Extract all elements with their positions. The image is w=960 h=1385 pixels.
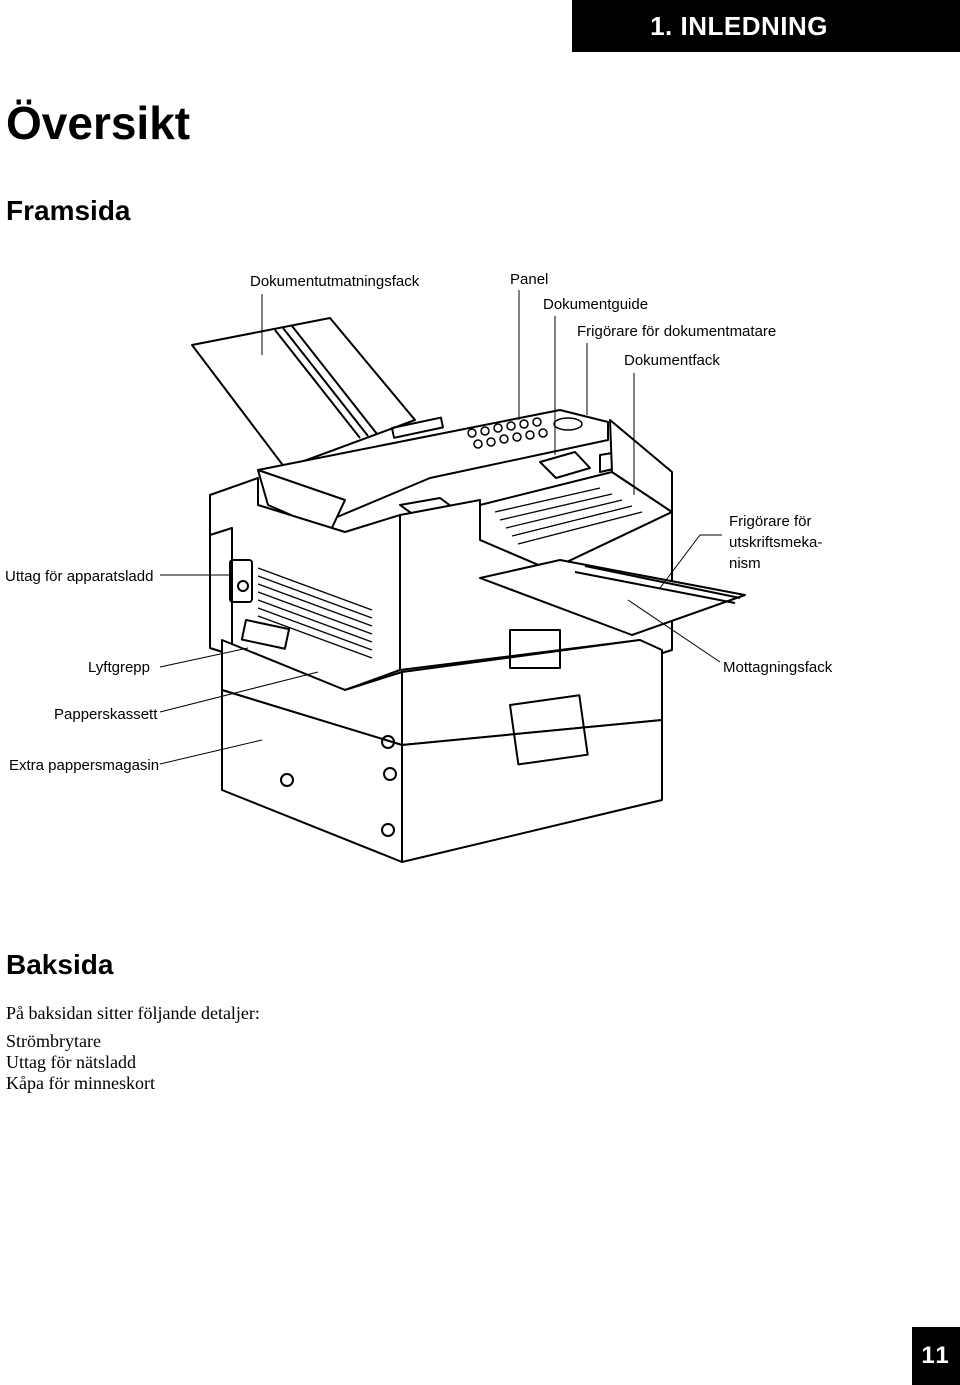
back-side-description: På baksidan sitter följande detaljer: St… bbox=[6, 1003, 260, 1094]
label-lift-handle: Lyftgrepp bbox=[88, 659, 150, 676]
back-items-list: Strömbrytare Uttag för nätsladd Kåpa för… bbox=[6, 1031, 260, 1094]
label-receiving-tray: Mottagningsfack bbox=[723, 659, 833, 676]
extra-magazine-illustration bbox=[221, 689, 663, 863]
paper-cassette-illustration bbox=[221, 629, 663, 746]
label-paper-cassette: Papperskassett bbox=[54, 706, 158, 723]
list-item: Strömbrytare bbox=[6, 1031, 101, 1051]
label-document-tray: Dokumentfack bbox=[624, 352, 720, 369]
label-panel: Panel bbox=[510, 271, 548, 288]
page-number: 11 bbox=[912, 1327, 960, 1385]
label-power-cord-socket: Uttag för apparatsladd bbox=[5, 568, 153, 585]
section-heading-back: Baksida bbox=[6, 949, 114, 980]
callout-lines bbox=[159, 290, 722, 765]
label-document-output-tray: Dokumentutmatningsfack bbox=[250, 273, 420, 290]
document-tray-illustration bbox=[399, 451, 673, 571]
label-print-release-2: utskriftsmeka- bbox=[729, 534, 822, 551]
section-heading-front: Framsida bbox=[6, 195, 131, 226]
document-output-tray-illustration bbox=[191, 317, 416, 469]
label-document-guide: Dokumentguide bbox=[543, 296, 648, 313]
back-intro-text: På baksidan sitter följande detaljer: bbox=[6, 1003, 260, 1023]
label-document-feeder-release: Frigörare för dokumentmatare bbox=[577, 323, 776, 340]
label-print-release-3: nism bbox=[729, 555, 761, 572]
receiving-tray-illustration bbox=[479, 559, 746, 636]
top-cover-illustration bbox=[257, 409, 609, 533]
page-title: Översikt bbox=[6, 97, 191, 149]
chapter-header: 1. INLEDNING bbox=[572, 0, 960, 52]
fax-machine-diagram: Dokumentutmatningsfack Panel Dokumentgui… bbox=[0, 258, 960, 898]
list-item: Kåpa för minneskort bbox=[6, 1073, 155, 1093]
label-print-release-1: Frigörare för bbox=[729, 513, 812, 530]
label-extra-paper-magazine: Extra pappersmagasin bbox=[9, 757, 159, 774]
list-item: Uttag för nätsladd bbox=[6, 1052, 136, 1072]
